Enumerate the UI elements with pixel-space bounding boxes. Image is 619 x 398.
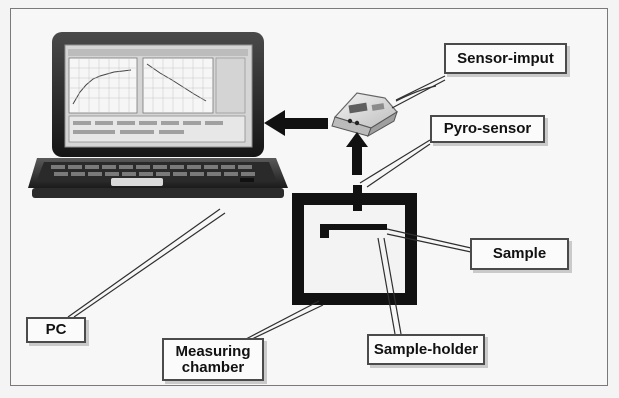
pyro-sensor-text: Pyro-sensor (443, 120, 532, 138)
sample-text: Sample (492, 245, 547, 263)
laptop-icon (28, 32, 288, 198)
sample-holder-text: Sample-holder (373, 340, 479, 358)
measuring-text-line-2: chamber (181, 358, 245, 376)
data-flow-arrows (264, 110, 368, 175)
pc-text: PC (45, 321, 67, 339)
sample-label: Sample (470, 238, 569, 270)
sample-holder-label: Sample-holder (367, 334, 485, 365)
pc-label: PC (26, 317, 86, 343)
callout-lines (67, 75, 472, 340)
sensor-device-icon (331, 85, 437, 138)
measuring-chamber-label: Measuring chamber (162, 338, 264, 381)
pyro-sensor-icon (353, 185, 362, 211)
sensor-input-text: Sensor-imput (457, 49, 554, 67)
sample-holder-icon (320, 224, 387, 230)
sensor-input-label: Sensor-imput (444, 43, 567, 74)
pyro-sensor-label: Pyro-sensor (430, 115, 545, 143)
measuring-text-line-1: Measuring (175, 343, 251, 361)
measuring-chamber-icon (292, 185, 417, 305)
